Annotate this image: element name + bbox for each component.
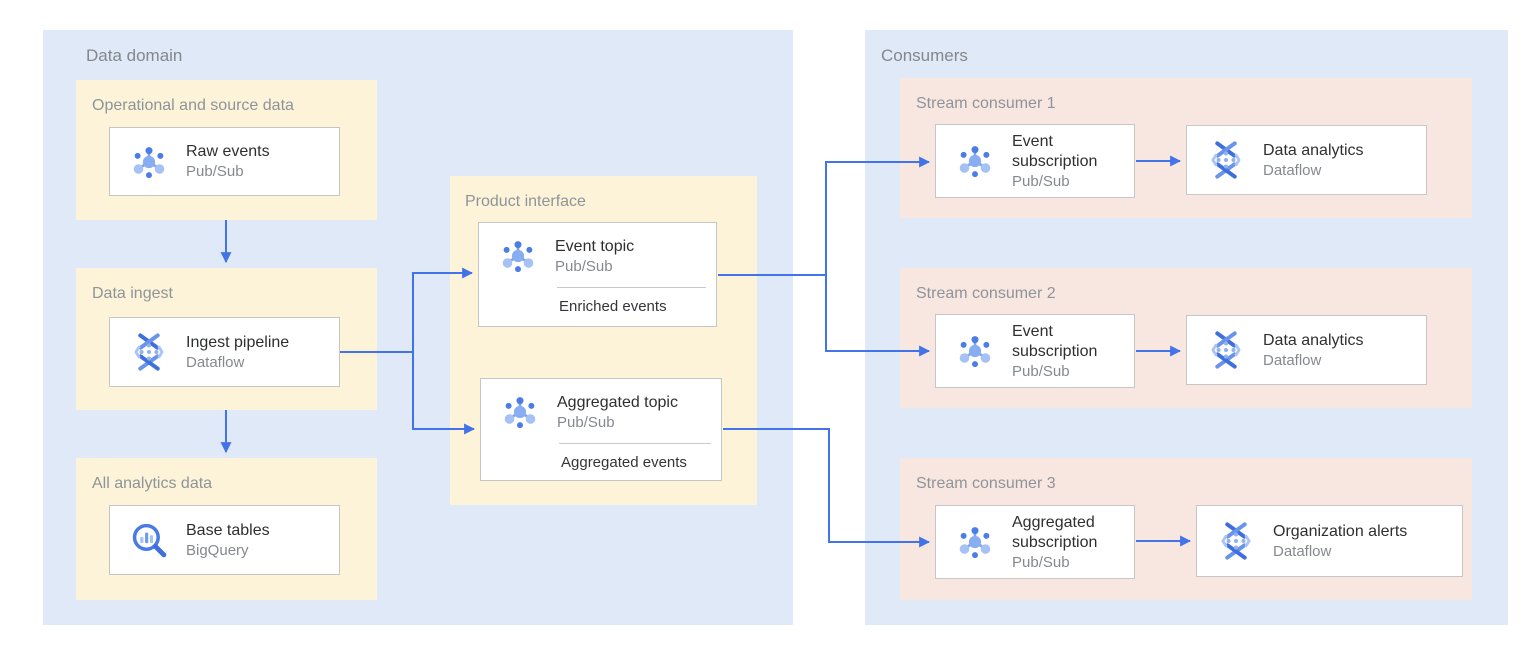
- card-title: Event topic: [555, 237, 635, 255]
- card-title: Event subscription: [1012, 322, 1098, 360]
- card-title: Aggregated subscription: [1012, 513, 1098, 551]
- event-subscription-card-1: Event subscription Pub/Sub: [935, 124, 1135, 198]
- card-note: Aggregated events: [561, 454, 687, 471]
- card-product: Dataflow: [1273, 542, 1332, 560]
- card-product: Pub/Sub: [1012, 553, 1070, 571]
- stream-consumer-1-label: Stream consumer 1: [916, 95, 1056, 112]
- card-product: Dataflow: [1263, 351, 1322, 369]
- card-product: Pub/Sub: [557, 413, 615, 431]
- all-analytics-data-label: All analytics data: [92, 475, 213, 492]
- stream-consumer-2-label: Stream consumer 2: [916, 285, 1056, 302]
- card-title: Data analytics: [1263, 331, 1364, 349]
- card-product: BigQuery: [186, 541, 249, 559]
- aggregated-subscription-card: Aggregated subscription Pub/Sub: [935, 505, 1135, 579]
- pubsub-icon: [499, 391, 541, 433]
- event-topic-card: Event topic Pub/Sub Enriched events: [478, 222, 717, 327]
- dataflow-icon: [1205, 329, 1247, 371]
- card-product: Pub/Sub: [555, 257, 613, 275]
- card-divider: [557, 287, 706, 288]
- pubsub-icon: [128, 141, 170, 183]
- card-title: Event subscription: [1012, 132, 1098, 170]
- consumers-label: Consumers: [881, 46, 968, 65]
- organization-alerts-card: Organization alerts Dataflow: [1196, 505, 1463, 577]
- card-title: Aggregated topic: [557, 393, 678, 411]
- product-interface-label: Product interface: [465, 193, 586, 210]
- pubsub-icon: [954, 330, 996, 372]
- base-tables-card: Base tables BigQuery: [109, 505, 340, 575]
- event-subscription-card-2: Event subscription Pub/Sub: [935, 314, 1135, 388]
- card-title: Base tables: [186, 521, 270, 539]
- card-title: Ingest pipeline: [186, 333, 290, 351]
- card-product: Pub/Sub: [186, 163, 244, 180]
- card-product: Pub/Sub: [1012, 172, 1070, 190]
- pubsub-icon: [497, 235, 539, 277]
- pubsub-icon: [954, 521, 996, 563]
- card-title: Data analytics: [1263, 141, 1364, 159]
- aggregated-topic-card: Aggregated topic Pub/Sub Aggregated even…: [480, 378, 722, 481]
- card-title: Organization alerts: [1273, 522, 1408, 540]
- data-analytics-card-2: Data analytics Dataflow: [1186, 315, 1427, 385]
- bigquery-icon: [128, 519, 170, 561]
- data-analytics-card-1: Data analytics Dataflow: [1186, 125, 1427, 195]
- data-domain-label: Data domain: [86, 46, 183, 65]
- data-ingest-label: Data ingest: [92, 285, 173, 302]
- card-product: Pub/Sub: [1012, 362, 1070, 380]
- ingest-pipeline-card: Ingest pipeline Dataflow: [109, 317, 340, 387]
- dataflow-icon: [128, 331, 170, 373]
- stream-consumer-3-label: Stream consumer 3: [916, 475, 1056, 492]
- card-product: Dataflow: [1263, 161, 1322, 179]
- dataflow-icon: [1205, 139, 1247, 181]
- card-note: Enriched events: [559, 298, 667, 315]
- card-title: Raw events: [186, 143, 270, 160]
- card-divider: [559, 443, 711, 444]
- raw-events-card: Raw events Pub/Sub: [109, 127, 340, 196]
- dataflow-icon: [1215, 520, 1257, 562]
- pubsub-icon: [954, 140, 996, 182]
- operational-source-data-label: Operational and source data: [92, 97, 294, 114]
- card-product: Dataflow: [186, 353, 245, 371]
